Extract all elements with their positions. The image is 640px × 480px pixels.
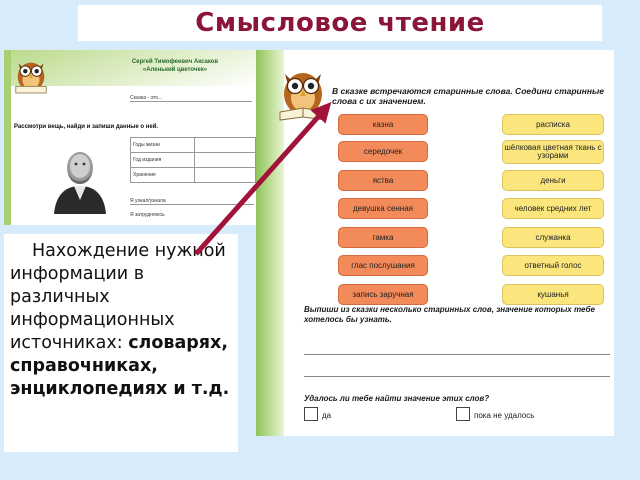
worksheet-task: Рассмотри вещь, найди и запиши данные о … xyxy=(14,124,159,130)
worksheet-old-words: В сказке встречаются старинные слова. Со… xyxy=(256,50,614,436)
worksheet-header-stripe xyxy=(4,50,256,86)
owl-reading-icon xyxy=(279,73,327,121)
checkbox-not-yet-label: пока не удалось xyxy=(474,411,535,420)
author-heading: Сергей Тимофеевич Аксаков «Аленький цвет… xyxy=(96,58,254,74)
checkbox-yes-label: да xyxy=(322,411,332,420)
table-cell[interactable] xyxy=(194,137,256,153)
meaning-box[interactable]: кушанья xyxy=(502,284,604,305)
table-cell[interactable] xyxy=(194,167,256,183)
table-row: Хранение xyxy=(130,167,256,183)
title-box: Смысловое чтение xyxy=(78,5,602,41)
table-cell[interactable] xyxy=(194,152,256,168)
checkbox-yes[interactable] xyxy=(304,407,318,421)
meaning-box[interactable]: человек средних лет xyxy=(502,198,604,219)
old-word-box[interactable]: яства xyxy=(338,170,428,191)
fill-line: Я узнал/узнала xyxy=(130,198,254,205)
old-word-box[interactable]: запись заручная xyxy=(338,284,428,305)
meaning-box[interactable]: расписка xyxy=(502,114,604,135)
meaning-box[interactable]: шёлковая цветная ткань с узорами xyxy=(502,140,604,164)
table-cell: Хранение xyxy=(130,167,195,183)
worksheet-aksakov: Сергей Тимофеевич Аксаков «Аленький цвет… xyxy=(4,50,256,225)
table-row: Год издания xyxy=(130,152,256,168)
fill-line: Сказка - это... xyxy=(130,95,252,102)
write-out-task: Выпиши из сказки несколько старинных сло… xyxy=(304,305,595,324)
table-row: Годы жизни xyxy=(130,137,256,153)
work-title: «Аленький цветочек» xyxy=(142,67,208,73)
note-text: Нахождение нужной информации в различных… xyxy=(10,241,226,353)
worksheet-side-stripe xyxy=(4,50,11,225)
old-word-box[interactable]: гамка xyxy=(338,227,428,248)
old-word-box[interactable]: середочек xyxy=(338,141,428,162)
note-bold-text: словарях, справочниках, энциклопедиях и … xyxy=(10,333,230,399)
info-table: Годы жизни Год издания Хранение xyxy=(130,137,256,183)
old-word-box[interactable]: девушка сенная xyxy=(338,198,428,219)
old-word-box[interactable]: казна xyxy=(338,114,428,135)
table-cell: Год издания xyxy=(130,152,195,168)
fill-line: Я затрудняюсь xyxy=(130,212,165,218)
meaning-box[interactable]: ответный голос xyxy=(502,255,604,276)
matching-task: В сказке встречаются старинные слова. Со… xyxy=(332,86,605,106)
portrait-image xyxy=(48,140,112,214)
info-note: Нахождение нужной информации в различных… xyxy=(4,234,238,452)
meaning-box[interactable]: служанка xyxy=(502,227,604,248)
answer-line[interactable] xyxy=(304,354,610,355)
author-name: Сергей Тимофеевич Аксаков xyxy=(131,59,219,65)
slide-title: Смысловое чтение xyxy=(195,8,485,38)
old-word-box[interactable]: глас послушания xyxy=(338,255,428,276)
meaning-box[interactable]: деньги xyxy=(502,170,604,191)
answer-line[interactable] xyxy=(304,376,610,377)
question-text: Удалось ли тебе найти значение этих слов… xyxy=(304,394,490,403)
table-cell: Годы жизни xyxy=(130,137,195,153)
owl-icon xyxy=(15,62,47,94)
checkbox-not-yet[interactable] xyxy=(456,407,470,421)
